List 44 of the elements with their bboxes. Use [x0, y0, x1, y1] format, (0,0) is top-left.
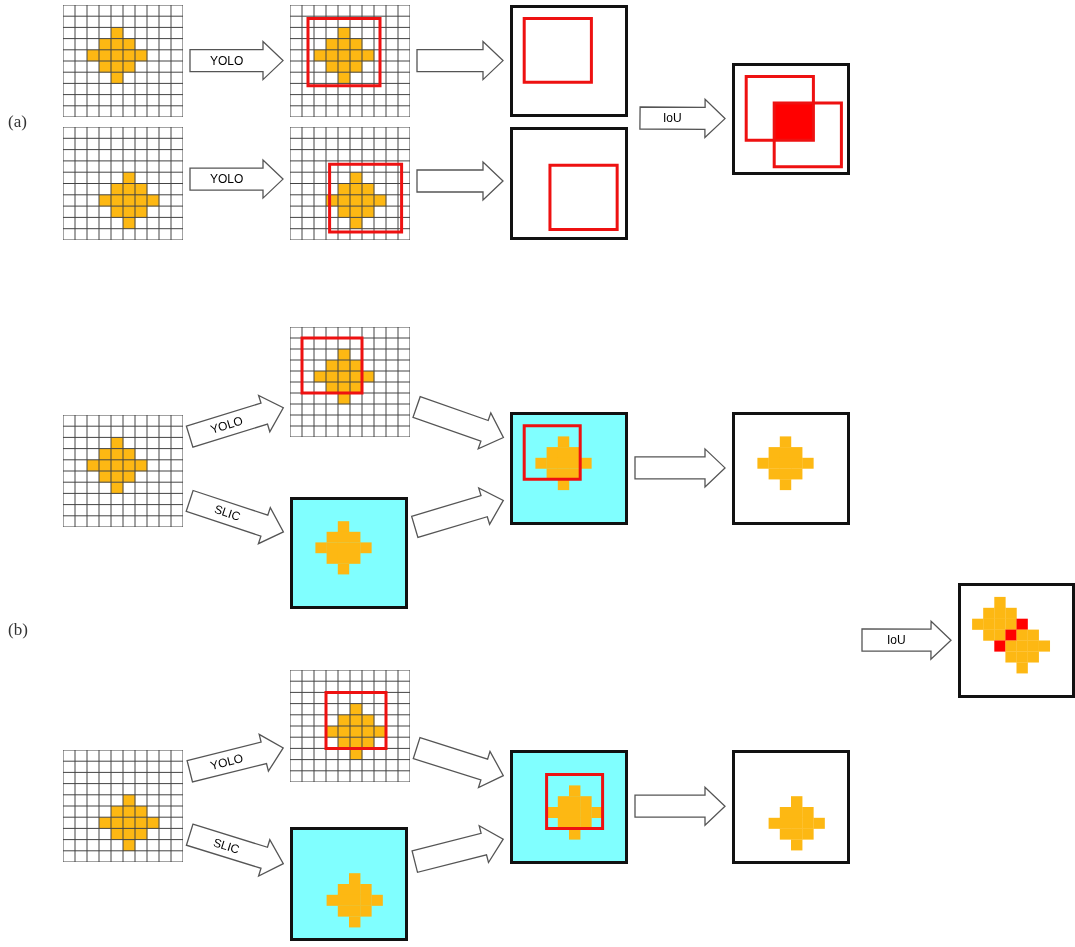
grid-drawing: [290, 327, 410, 437]
block-arrow: [410, 486, 505, 539]
segmentation-drawing: [290, 497, 408, 609]
block-arrow: [189, 158, 284, 200]
edge-label: IoU: [663, 111, 682, 126]
edge-label: YOLO: [209, 751, 245, 773]
panel-label: (a): [8, 112, 27, 132]
block-arrow: [186, 733, 285, 783]
edge-label: YOLO: [210, 172, 244, 187]
grid-drawing: [63, 127, 183, 240]
bounding-box-drawing: [732, 750, 850, 864]
grid-drawing: [290, 127, 410, 240]
bounding-box-drawing: [732, 63, 850, 175]
grid-drawing: [290, 670, 410, 782]
grid-drawing: [63, 750, 183, 862]
edge-label: YOLO: [210, 53, 244, 68]
block-arrow: [416, 40, 504, 82]
bounding-box-drawing: [510, 127, 628, 240]
block-arrow: [411, 824, 505, 874]
edge-label: SLIC: [211, 835, 242, 857]
block-arrow: [412, 395, 505, 450]
bounding-box-drawing: [958, 583, 1075, 698]
segmentation-drawing: [510, 412, 628, 525]
block-arrow: [412, 736, 505, 789]
panel-label: (b): [8, 620, 28, 640]
block-arrow: [185, 394, 285, 448]
block-arrow: [185, 489, 285, 545]
segmentation-drawing: [510, 750, 628, 864]
block-arrow: [634, 447, 726, 489]
edge-label: YOLO: [209, 413, 246, 437]
edge-label: SLIC: [212, 502, 242, 525]
bounding-box-drawing: [732, 412, 850, 525]
block-arrow: [861, 619, 952, 661]
block-arrow: [416, 160, 504, 202]
block-arrow: [634, 785, 726, 827]
grid-drawing: [63, 5, 183, 117]
bounding-box-drawing: [510, 5, 628, 117]
segmentation-drawing: [290, 827, 408, 941]
grid-drawing: [290, 5, 410, 117]
block-arrow: [639, 97, 726, 139]
block-arrow: [189, 40, 284, 82]
grid-drawing: [63, 415, 183, 527]
block-arrow: [185, 823, 285, 878]
edge-label: IoU: [887, 633, 906, 648]
